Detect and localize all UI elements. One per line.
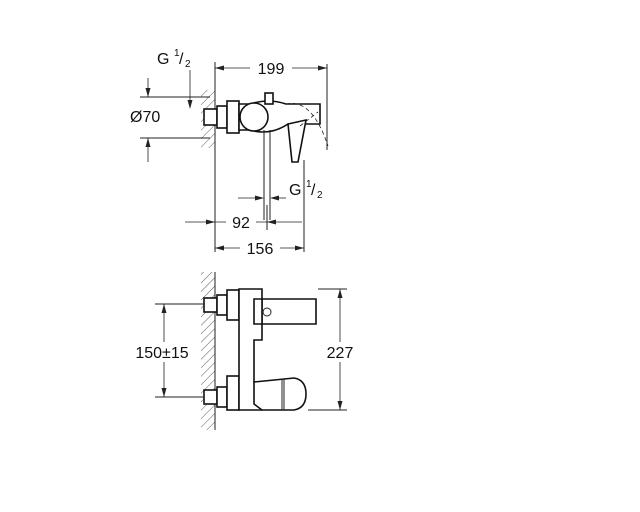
arrow-156-right	[295, 245, 304, 251]
arrow-227-bottom	[337, 401, 343, 410]
arrow-dia-top	[145, 88, 151, 97]
arrow-dia-bottom	[145, 138, 151, 147]
thread-top-slash: /	[179, 51, 184, 68]
arrow-150-bottom	[161, 388, 167, 397]
thread-label-bottom: G 1 / 2	[289, 179, 323, 201]
front-view: 150±15 227	[130, 272, 358, 430]
upper-fitting	[216, 294, 228, 316]
dim-227-label: 227	[327, 345, 354, 362]
dim-150-label: 150±15	[135, 345, 188, 362]
dim-156-label: 156	[247, 241, 274, 258]
thread-top-num: 1	[174, 48, 180, 59]
upper-flange	[226, 289, 240, 321]
arrow-199-left	[215, 65, 224, 71]
dim-199-label: 199	[258, 61, 285, 78]
thread-bottom-den: 2	[317, 190, 323, 201]
thread-bottom-arrow-right	[270, 195, 279, 201]
lever-swing-path	[285, 102, 329, 147]
lever-swing-line	[299, 111, 319, 127]
lever-front	[261, 298, 317, 325]
thread-bottom-num: 1	[306, 179, 312, 190]
lower-nut	[203, 389, 218, 405]
fitting-flange-top	[226, 100, 240, 134]
mixer-cap-top	[264, 92, 274, 105]
spout-front	[253, 377, 307, 411]
arrow-199-right	[318, 65, 327, 71]
lower-fitting	[216, 386, 228, 408]
thread-bottom-g: G	[289, 182, 301, 199]
lower-flange	[226, 375, 240, 411]
wall-front	[201, 272, 215, 430]
thread-top-g: G	[157, 51, 169, 68]
top-view: 199 G 1 / 2 Ø70 G 1 / 2	[130, 48, 329, 258]
dim-92-label: 92	[232, 215, 250, 232]
fitting-nut-top	[203, 108, 218, 126]
thread-bottom-arrow-left	[255, 195, 264, 201]
mixer-knob-top	[239, 102, 269, 132]
thread-label-top: G 1 / 2	[157, 48, 191, 70]
dim-dia-label: Ø70	[130, 109, 160, 126]
lever-pivot	[262, 307, 272, 317]
thread-top-arrow	[187, 100, 193, 109]
arrow-150-top	[161, 304, 167, 313]
arrow-156-left	[215, 245, 224, 251]
fitting-body-top	[216, 105, 228, 129]
upper-nut	[203, 297, 218, 313]
lever-top	[287, 118, 308, 163]
thread-bottom-slash: /	[311, 182, 316, 199]
arrow-227-top	[337, 289, 343, 298]
thread-top-den: 2	[185, 59, 191, 70]
arrow-92-right	[267, 219, 276, 225]
arrow-92-left	[206, 219, 215, 225]
lever-neck-front	[253, 298, 263, 325]
